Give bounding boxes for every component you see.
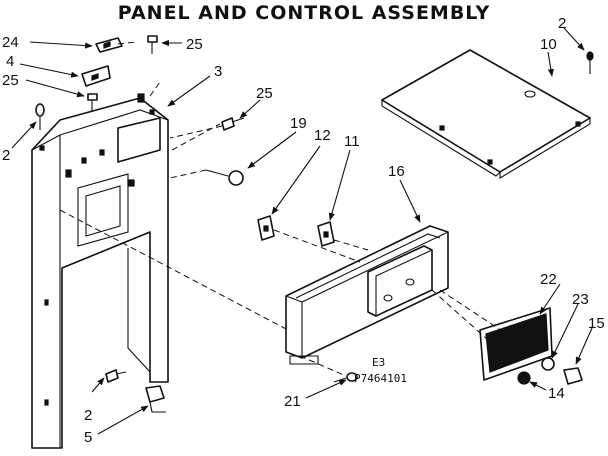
callout-24: 24 xyxy=(2,34,19,51)
leader-dash xyxy=(169,125,223,139)
screw-part-2-bottom xyxy=(105,369,127,383)
bracket-part-24 xyxy=(95,37,123,53)
callout-12: 12 xyxy=(314,127,331,144)
bracket-part-4 xyxy=(81,65,111,87)
callout-22: 22 xyxy=(540,271,557,288)
leader-dash xyxy=(169,169,207,179)
callout-10: 10 xyxy=(540,36,557,53)
code-e3: E3 xyxy=(372,356,385,369)
callout-23: 23 xyxy=(572,291,589,308)
callout-14: 14 xyxy=(548,385,565,402)
clip-part-11 xyxy=(317,221,335,247)
callout-labels: 24 4 25 25 3 2 25 19 12 11 16 2 10 22 23… xyxy=(2,15,605,446)
callout-2-top: 2 xyxy=(558,15,566,32)
callout-3: 3 xyxy=(214,63,222,80)
reference-codes: E3 P7464101 xyxy=(354,356,407,385)
callout-15: 15 xyxy=(588,315,605,332)
callout-11: 11 xyxy=(344,133,360,150)
callout-2-left: 2 xyxy=(2,147,10,164)
callout-19: 19 xyxy=(290,115,307,132)
code-part-number: P7464101 xyxy=(354,372,407,385)
callout-25-top: 25 xyxy=(186,36,203,53)
knob-part-14 xyxy=(517,371,531,385)
top-cover-part-10 xyxy=(381,49,591,179)
assembly-lines xyxy=(59,81,541,377)
clip-part-5 xyxy=(145,385,166,413)
diagram-title: PANEL AND CONTROL ASSEMBLY xyxy=(117,2,491,24)
callout-25-left: 25 xyxy=(2,72,19,89)
control-panel-part-16 xyxy=(285,225,449,365)
screw-part-25-right xyxy=(221,117,245,131)
knob-part-19 xyxy=(205,169,244,186)
callout-2-bottom: 2 xyxy=(84,407,92,424)
callout-25-right: 25 xyxy=(256,85,273,102)
side-frame-part-3 xyxy=(31,93,169,449)
screw-part-2-left xyxy=(35,103,45,130)
knob-part-15 xyxy=(563,367,583,385)
screw-part-25-left xyxy=(87,93,98,112)
callout-5: 5 xyxy=(84,429,92,446)
callout-16: 16 xyxy=(388,163,405,180)
callout-leaders xyxy=(11,27,593,435)
clip-part-12 xyxy=(257,215,275,241)
faceplate-part-22 xyxy=(479,307,553,381)
screw-part-25-top xyxy=(147,35,158,54)
knob-part-23 xyxy=(541,357,555,371)
callout-21: 21 xyxy=(284,393,301,410)
leader-dash xyxy=(117,41,137,45)
screw-part-2-top xyxy=(586,51,594,74)
callout-4: 4 xyxy=(6,53,14,70)
